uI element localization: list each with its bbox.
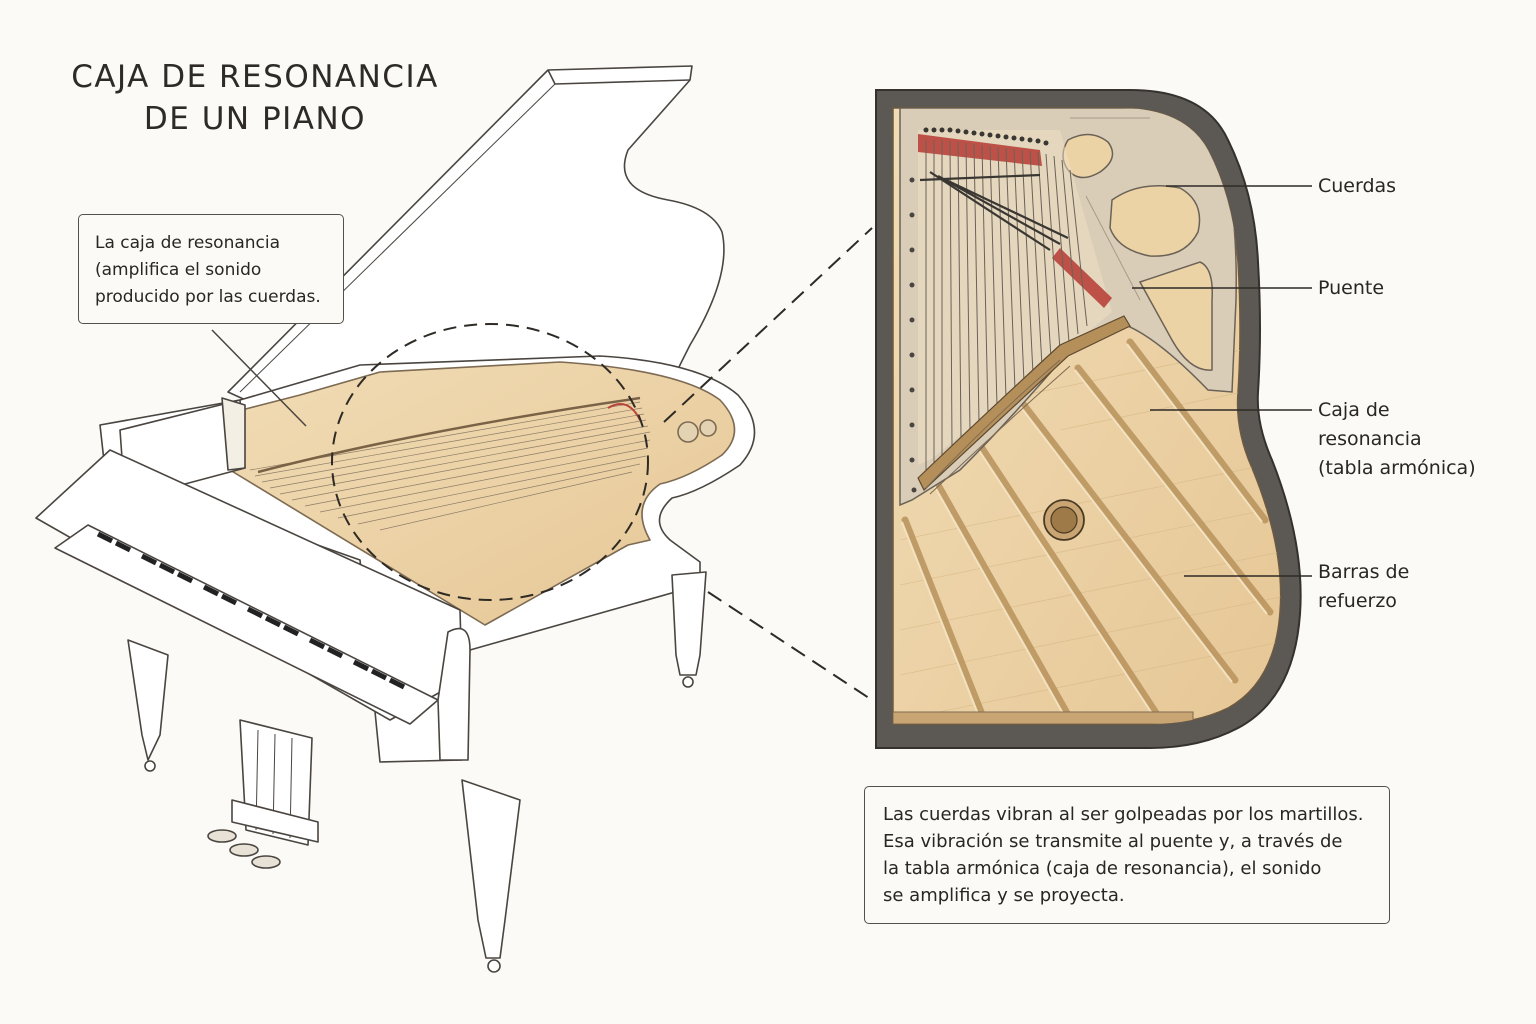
page-title-line-2: DE UN PIANO: [143, 101, 367, 137]
explanation-line-1: Las cuerdas vibran al ser golpeadas por …: [883, 804, 1364, 825]
page-title-line-1: CAJA DE RESONANCIA: [71, 59, 439, 95]
piano-interior: [221, 361, 736, 626]
label-ribs-line-1: Barras de: [1318, 561, 1410, 583]
label-soundboard-line-1: Caja de: [1318, 399, 1390, 421]
piano-leg-back: [671, 571, 707, 676]
callout-line-3: producido por las cuerdas.: [95, 287, 321, 307]
callout-line-2: (amplifica el sonido: [95, 260, 262, 280]
strings: [925, 140, 1088, 470]
label-strings: Cuerdas: [1318, 172, 1396, 201]
bass-strings: [919, 171, 1069, 251]
label-soundboard: Caja de resonancia (tabla armónica): [1318, 396, 1476, 483]
label-strings-text: Cuerdas: [1318, 175, 1397, 197]
callout-line-1: La caja de resonancia: [95, 233, 281, 253]
soundboard-highlight-circle: [331, 323, 649, 601]
callout-pointer: [211, 329, 307, 427]
label-soundboard-line-3: (tabla armónica): [1318, 457, 1476, 479]
label-soundboard-line-2: resonancia: [1318, 428, 1422, 450]
grand-piano: [35, 65, 756, 973]
explanation-line-3: la tabla armónica (caja de resonancia), …: [883, 858, 1322, 879]
label-bridge-text: Puente: [1318, 277, 1385, 299]
plate-opening-3: [1138, 261, 1213, 371]
pedals: [207, 829, 281, 869]
explanation-line-4: se amplifica y se proyecta.: [883, 885, 1125, 906]
explanation-box: Las cuerdas vibran al ser golpeadas por …: [864, 786, 1390, 924]
zoom-line-top: [663, 227, 873, 423]
label-bridge: Puente: [1318, 274, 1384, 303]
page-title: CAJA DE RESONANCIA DE UN PIANO: [30, 56, 480, 140]
soundboard-cutaway: [875, 89, 1302, 749]
label-ribs-line-2: refuerzo: [1318, 590, 1397, 612]
explanation-line-2: Esa vibración se transmite al puente y, …: [883, 831, 1343, 852]
soundboard-hole: [1043, 499, 1085, 541]
bridge: [917, 315, 1131, 491]
label-ribs: Barras de refuerzo: [1318, 558, 1409, 616]
zoom-line-bottom: [707, 591, 873, 701]
label-leader-lines: [1132, 185, 1312, 577]
hitch-pins: [909, 177, 917, 493]
piano-black-keys: [96, 531, 406, 690]
piano-leg-right: [461, 779, 521, 959]
reinforcement-ribs: [901, 338, 1274, 724]
plate-opening-2: [1109, 185, 1201, 257]
piano-leg-left: [127, 639, 169, 761]
soundboard-callout: La caja de resonancia (amplifica el soni…: [78, 214, 344, 324]
tuning-pins: [923, 127, 1049, 146]
felt-strip-top: [918, 134, 1042, 166]
